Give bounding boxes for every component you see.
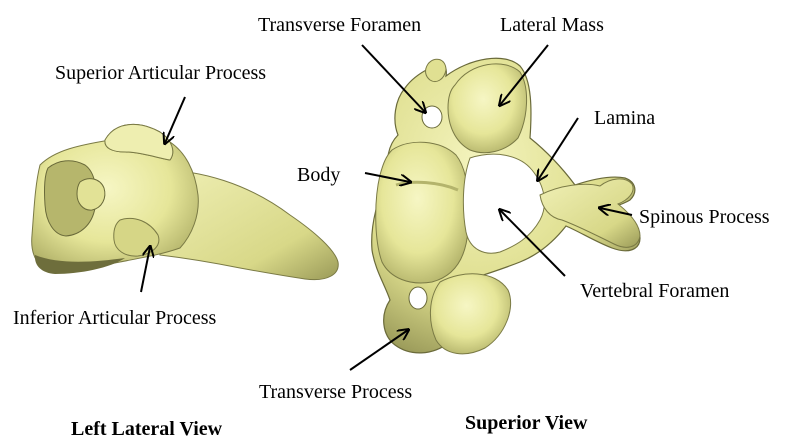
superior-transverse-foramen-lower — [409, 287, 427, 309]
label-lateral-mass: Lateral Mass — [500, 14, 604, 36]
lateral-view-vertebra — [32, 124, 339, 279]
label-superior-articular-process: Superior Articular Process — [55, 62, 266, 84]
lateral-facet-knob — [77, 179, 105, 210]
arrow-superior-articular — [165, 97, 185, 143]
label-spinous-process: Spinous Process — [639, 206, 770, 228]
arrow-transverse-process — [350, 330, 408, 370]
label-lamina: Lamina — [594, 107, 655, 129]
superior-view-vertebra — [372, 58, 640, 354]
superior-transverse-foramen-upper — [422, 106, 442, 128]
label-body: Body — [297, 164, 340, 186]
caption-left-lateral-view: Left Lateral View — [71, 418, 223, 439]
superior-body-shape — [376, 142, 469, 283]
label-transverse-process: Transverse Process — [259, 381, 412, 403]
caption-superior-view: Superior View — [465, 412, 588, 434]
label-inferior-articular-process: Inferior Articular Process — [13, 307, 216, 329]
superior-lateral-mass-lower — [430, 274, 510, 354]
captions: Left Lateral View Superior View — [71, 412, 588, 439]
label-transverse-foramen: Transverse Foramen — [258, 14, 421, 36]
label-vertebral-foramen: Vertebral Foramen — [580, 280, 729, 302]
